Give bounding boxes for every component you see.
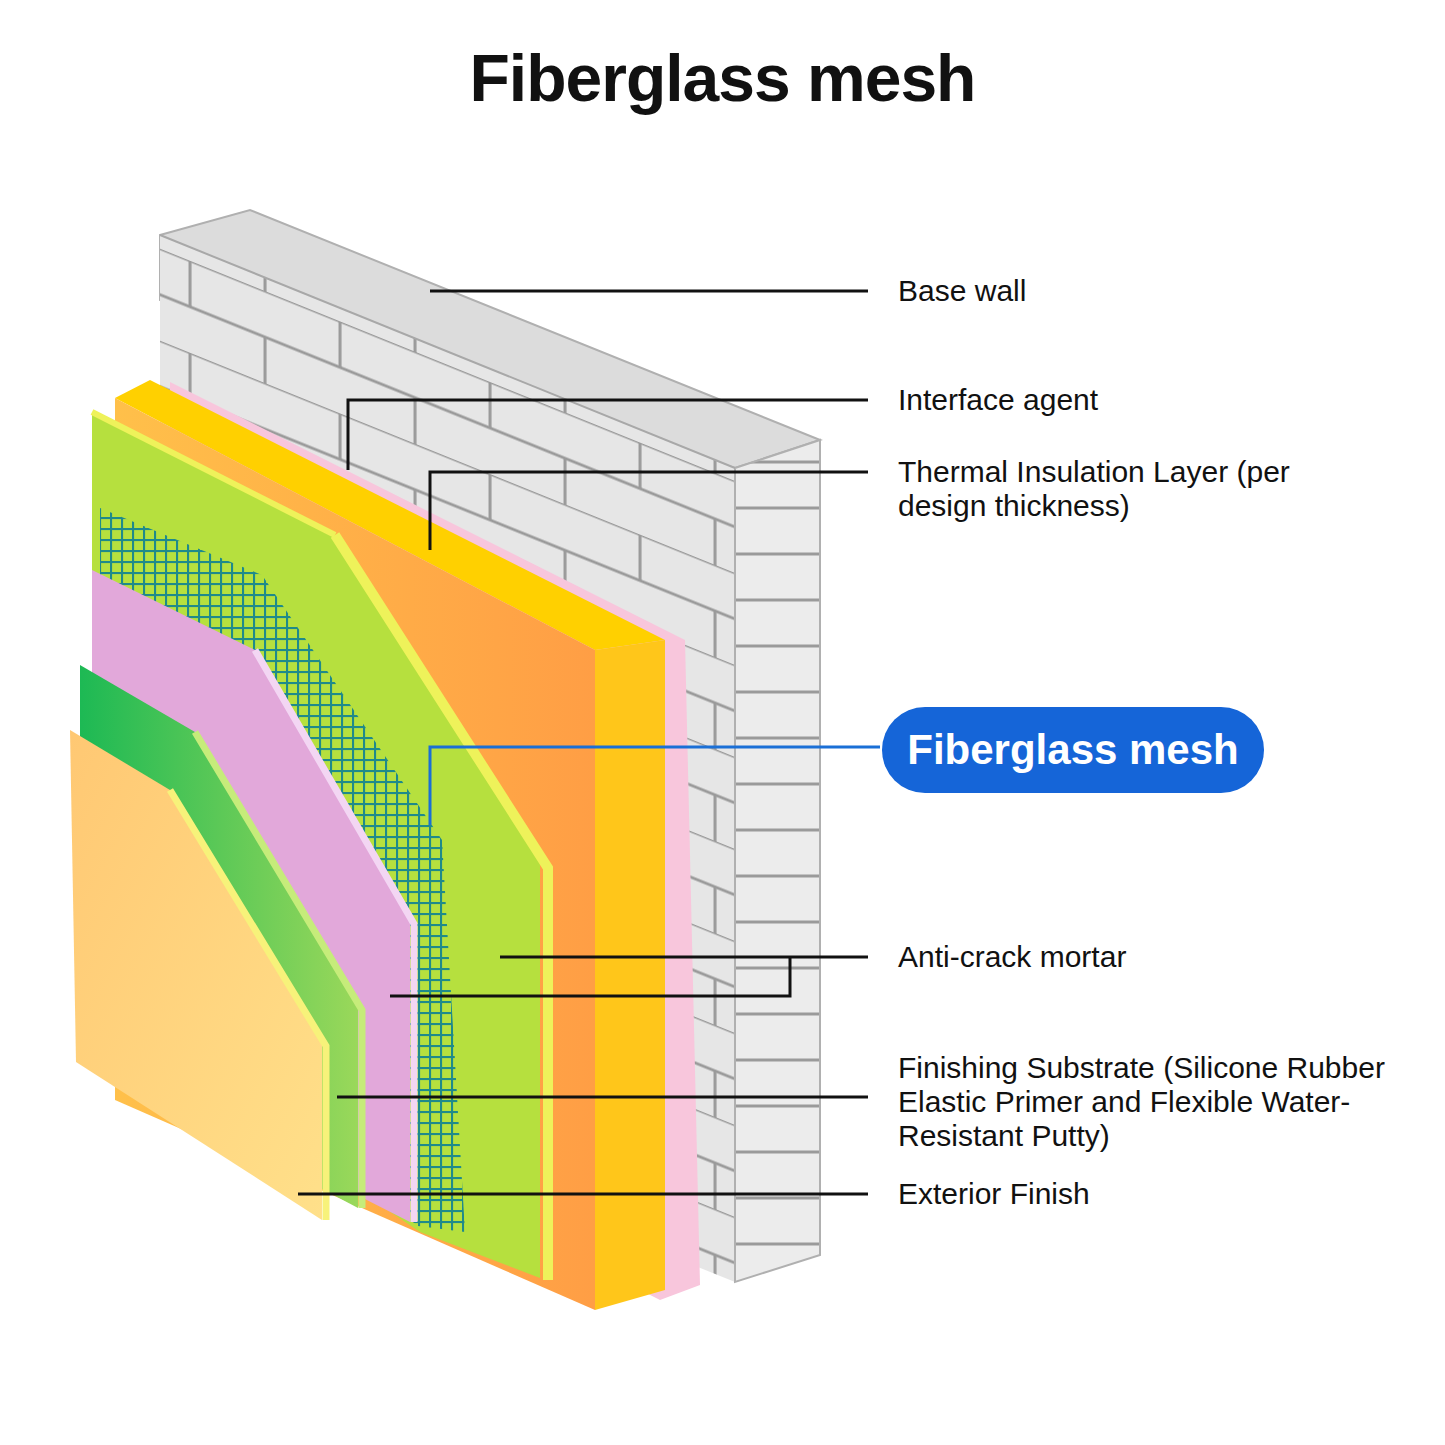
mesh-leader-line: [430, 747, 880, 825]
layer-label: Base wall: [898, 274, 1298, 308]
layer-label: Finishing Substrate (Silicone Rubber Ela…: [898, 1051, 1390, 1153]
diagram-title: Fiberglass mesh: [0, 38, 1445, 118]
layer-label: Exterior Finish: [898, 1177, 1318, 1211]
highlight-pill: Fiberglass mesh: [882, 707, 1264, 793]
exterior-finish: [70, 730, 326, 1220]
layer-label: Interface agent: [898, 383, 1298, 417]
pill-text: Fiberglass mesh: [907, 726, 1238, 774]
layer-label: Anti-crack mortar: [898, 940, 1318, 974]
leader-lines: [298, 291, 868, 1194]
layer-label: Thermal Insulation Layer (per design thi…: [898, 455, 1298, 523]
